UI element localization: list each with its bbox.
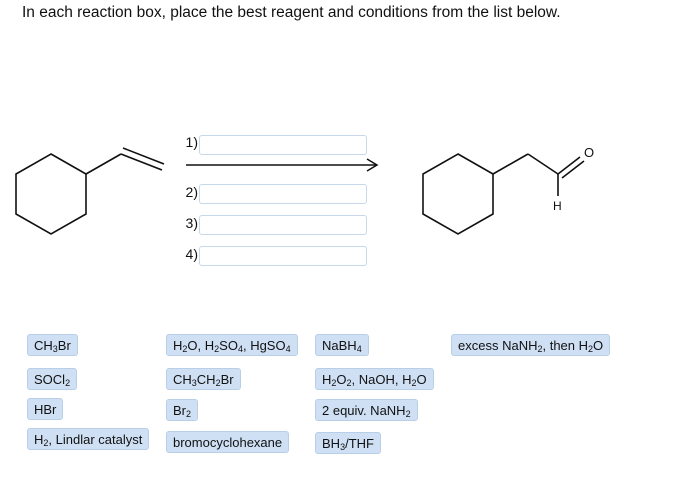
starting-material-structure [15,147,165,235]
product-structure: O H [422,145,594,235]
h2o-h2so4-hgso4-text-3: 2 [214,344,220,354]
br2-text-1: 2 [186,409,192,419]
product-hydrogen-label: H [553,199,562,213]
step-3-dropbox[interactable] [199,215,367,235]
ch3br-text-2: Br [57,338,71,353]
bh3-thf-text-0: BH [322,436,341,451]
socl2-text-1: 2 [65,378,71,388]
step-4-dropbox[interactable] [199,246,367,266]
excess-nanh2-h2o-text-4: O [593,338,604,353]
excess-nanh2-h2o-text-0: excess NaNH [458,338,538,353]
reagent-chip-nabh4[interactable]: NaBH4 [315,334,369,356]
instructions-text: In each reaction box, place the best rea… [22,4,561,21]
ch3ch2br-text-1: 3 [191,378,197,388]
bh3-thf-text-2: /THF [345,436,374,451]
excess-nanh2-h2o-text-2: , then H [542,338,589,353]
step-1-dropbox[interactable] [199,135,367,155]
h2o2-naoh-h2o-text-3: 2 [346,378,352,388]
h2o-h2so4-hgso4-text-7: 4 [285,344,291,354]
bh3-thf-text-1: 3 [340,442,346,452]
h2o2-naoh-h2o-text-1: 2 [331,378,337,388]
h2o-h2so4-hgso4-text-0: H [173,338,183,353]
excess-nanh2-h2o-text-3: 2 [588,344,594,354]
hbr-text-0: HBr [34,402,57,417]
2-equiv-nanh2-text-1: 2 [405,409,411,419]
reagent-chip-socl2[interactable]: SOCl2 [27,368,78,390]
ch3br-text-0: CH [34,338,53,353]
ch3ch2br-text-3: 2 [215,378,221,388]
h2o-h2so4-hgso4-text-1: 2 [182,344,188,354]
socl2-text-0: SOCl [34,372,66,387]
nabh4-text-0: NaBH [322,338,357,353]
br2-text-0: Br [173,403,186,418]
h2-lindlar-text-1: 2 [43,438,49,448]
ch3ch2br-text-2: CH [196,372,216,387]
h2o2-naoh-h2o-text-6: O [416,372,427,387]
step-2-dropbox[interactable] [199,184,367,204]
h2o2-naoh-h2o-text-5: 2 [411,378,417,388]
reagent-chip-bh3-thf[interactable]: BH3/THF [315,432,381,454]
h2o-h2so4-hgso4-text-2: O, H [187,338,215,353]
step-2-label: 2) [185,184,198,200]
h2o-h2so4-hgso4-text-5: 4 [237,344,243,354]
product-oxygen-label: O [584,145,594,160]
ch3ch2br-text-4: Br [220,372,234,387]
reaction-arrow [186,158,379,172]
bromocyclohexane-text-0: bromocyclohexane [173,435,283,450]
step-4-label: 4) [185,246,198,262]
h2o-h2so4-hgso4-text-4: SO [219,338,238,353]
h2o2-naoh-h2o-text-2: O [336,372,347,387]
reagent-chip-br2[interactable]: Br2 [166,399,199,421]
reagent-chip-excess-nanh2-h2o[interactable]: excess NaNH2, then H2O [451,334,611,356]
nabh4-text-1: 4 [356,344,362,354]
reagent-chip-ch3br[interactable]: CH3Br [27,334,78,356]
reagent-chip-h2-lindlar[interactable]: H2, Lindlar catalyst [27,428,150,450]
reagent-chip-hbr[interactable]: HBr [27,398,64,420]
step-3-label: 3) [185,215,198,231]
excess-nanh2-h2o-text-1: 2 [537,344,543,354]
2-equiv-nanh2-text-0: 2 equiv. NaNH [322,403,406,418]
reagent-chip-ch3ch2br[interactable]: CH3CH2Br [166,368,241,390]
reagent-chip-h2o2-naoh-h2o[interactable]: H2O2, NaOH, H2O [315,368,434,390]
h2-lindlar-text-2: , Lindlar catalyst [48,432,143,447]
ch3br-text-1: 3 [52,344,58,354]
reagent-chip-h2o-h2so4-hgso4[interactable]: H2O, H2SO4, HgSO4 [166,334,298,356]
reagent-chip-2-equiv-nanh2[interactable]: 2 equiv. NaNH2 [315,399,418,421]
h2o2-naoh-h2o-text-0: H [322,372,332,387]
reagent-chip-bromocyclohexane[interactable]: bromocyclohexane [166,431,290,453]
h2o2-naoh-h2o-text-4: , NaOH, H [351,372,412,387]
h2o-h2so4-hgso4-text-6: , HgSO [242,338,286,353]
ch3ch2br-text-0: CH [173,372,192,387]
h2-lindlar-text-0: H [34,432,44,447]
step-1-label: 1) [185,134,198,150]
